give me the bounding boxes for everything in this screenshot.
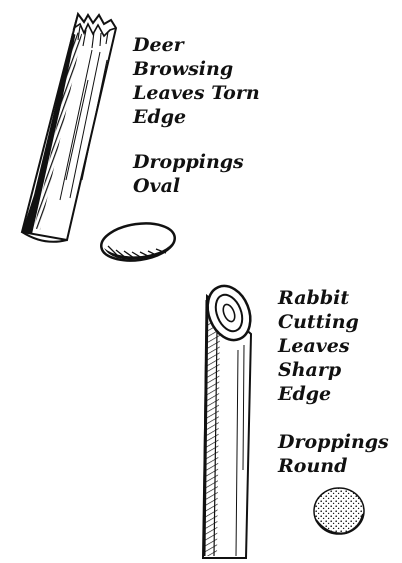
rabbit-label-line: Rabbit [278,286,359,310]
rabbit-droppings-line: Droppings [278,430,389,454]
rabbit-droppings-label: Droppings Round [278,430,389,478]
rabbit-round-dropping [314,488,364,534]
rabbit-label-line: Leaves [278,334,359,358]
deer-label-line: Browsing [133,57,260,81]
rabbit-cut-stem [200,280,258,558]
deer-browsing-label: Deer Browsing Leaves Torn Edge [133,33,260,129]
rabbit-droppings-line: Round [278,454,389,478]
rabbit-label-line: Edge [278,382,359,406]
deer-browsed-stem [22,14,116,242]
deer-label-line: Edge [133,105,260,129]
deer-label-line: Leaves Torn [133,81,260,105]
rabbit-label-line: Sharp [278,358,359,382]
deer-label-line: Deer [133,33,260,57]
deer-droppings-line: Oval [133,174,244,198]
deer-droppings-line: Droppings [133,150,244,174]
rabbit-cutting-label: Rabbit Cutting Leaves Sharp Edge [278,286,359,406]
deer-oval-dropping [99,219,177,265]
rabbit-label-line: Cutting [278,310,359,334]
deer-droppings-label: Droppings Oval [133,150,244,198]
